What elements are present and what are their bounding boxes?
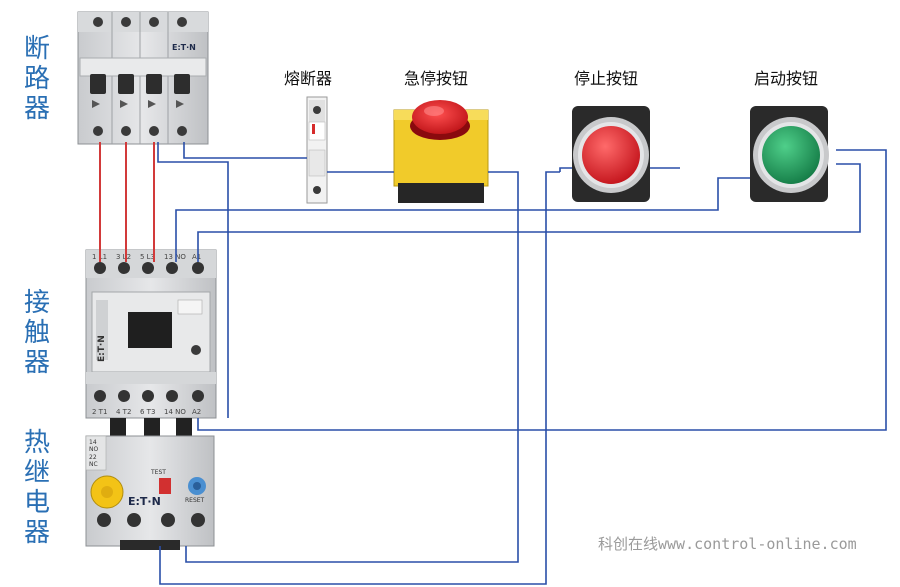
thermal-overload-relay bbox=[85, 418, 215, 550]
contactor-bottom-terminal: 4 T2 bbox=[116, 408, 131, 416]
relay-marks: 14 NO 22 NC TEST RESET bbox=[89, 439, 205, 504]
fuse-holder bbox=[306, 96, 328, 204]
stop-button bbox=[572, 106, 650, 202]
circuit-breaker bbox=[77, 11, 209, 145]
relay-mark: NC bbox=[89, 461, 98, 468]
relay-mark: 14 bbox=[89, 439, 97, 446]
stop-label: 停止按钮 bbox=[574, 69, 639, 88]
contactor-top-terminal: 13 NO bbox=[164, 253, 186, 261]
control-wires-blue bbox=[157, 142, 887, 585]
relay-test-label: TEST bbox=[150, 469, 166, 476]
contactor-brand: E:T·N bbox=[97, 335, 107, 362]
contactor-bottom-terminal: A2 bbox=[192, 408, 201, 416]
emergency-stop-button bbox=[393, 100, 489, 203]
start-label: 启动按钮 bbox=[754, 69, 819, 88]
breaker-brand: E:T·N bbox=[172, 43, 196, 52]
contactor-label: 接触器 bbox=[23, 288, 50, 378]
contactor-bottom-terminal: 2 T1 bbox=[92, 408, 107, 416]
relay-brand: E:T·N bbox=[128, 495, 161, 508]
relay-mark: NO bbox=[89, 446, 98, 453]
contactor-top-terminal: 5 L3 bbox=[140, 253, 155, 261]
contactor-bottom-terminal: 14 NO bbox=[164, 408, 186, 416]
relay-mark: 22 bbox=[89, 454, 97, 461]
thermal-relay-label: 热继电器 bbox=[23, 428, 50, 548]
power-wires-red bbox=[99, 142, 155, 262]
wires bbox=[99, 142, 887, 585]
start-button bbox=[750, 106, 829, 202]
contactor bbox=[85, 249, 217, 419]
contactor-bottom-terminal: 6 T3 bbox=[140, 408, 155, 416]
relay-reset-label: RESET bbox=[185, 497, 205, 504]
contactor-top-terminal: 3 L2 bbox=[116, 253, 131, 261]
fuse-label: 熔断器 bbox=[284, 69, 333, 88]
watermark: 科创在线www.control-online.com bbox=[598, 535, 857, 553]
estop-label: 急停按钮 bbox=[404, 69, 469, 88]
contactor-top-terminal: A1 bbox=[192, 253, 201, 261]
breaker-label: 断路器 bbox=[23, 34, 50, 124]
